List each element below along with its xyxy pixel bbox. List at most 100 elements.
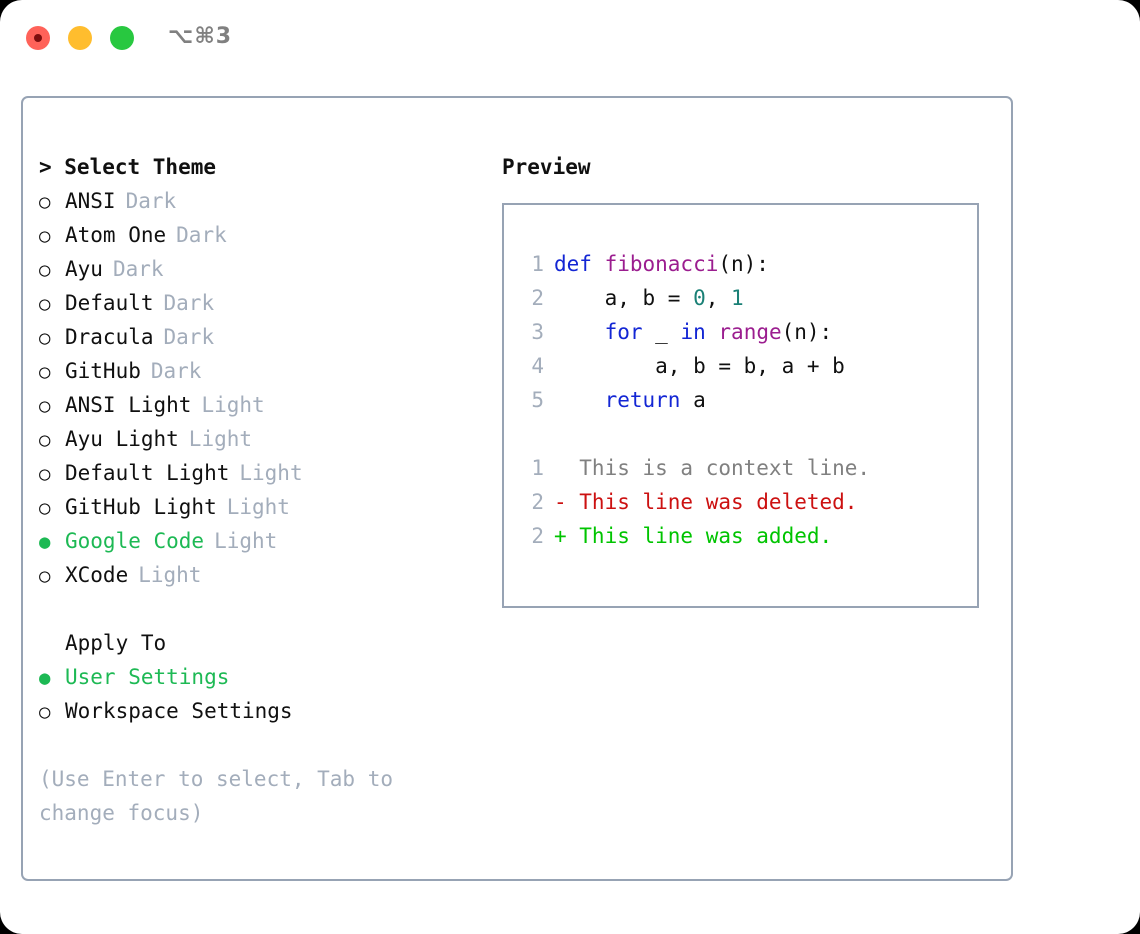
apply-to-option-user-settings[interactable]: ● User Settings	[39, 660, 479, 694]
code-line-number: 2	[531, 286, 544, 310]
preview-heading: Preview	[502, 155, 591, 179]
theme-option-label: Google Code	[65, 529, 205, 553]
code-token-txt: a	[680, 388, 706, 412]
diff-line-text: - This line was deleted.	[554, 490, 858, 514]
theme-option-label: ANSI	[65, 189, 116, 213]
theme-option-label: Dracula	[65, 325, 154, 349]
code-token-txt: _	[642, 320, 681, 344]
radio-unselected-icon: ○	[39, 225, 51, 247]
theme-option-label: Ayu	[65, 257, 103, 281]
code-token-txt	[706, 320, 719, 344]
code-token-kw: return	[554, 388, 681, 412]
diff-line-number: 2	[531, 490, 544, 514]
code-token-txt: ,	[705, 286, 732, 310]
diff-line-del: 2 - This line was deleted.	[514, 485, 977, 519]
diff-line-text: + This line was added.	[554, 524, 833, 548]
close-button[interactable]	[26, 26, 50, 50]
code-token-txt: (n):	[718, 252, 769, 276]
theme-option-variant-tag: Light	[226, 495, 290, 519]
minimize-button[interactable]	[68, 26, 92, 50]
apply-to-heading: Apply To	[65, 631, 167, 655]
code-line-number: 5	[531, 388, 544, 412]
keyboard-shortcut-label: ⌥⌘3	[168, 24, 233, 49]
radio-unselected-icon: ○	[39, 327, 51, 349]
apply-to-option-label: User Settings	[65, 665, 230, 689]
code-token-fn: range	[718, 320, 782, 344]
code-token-num: 1	[731, 286, 744, 310]
radio-unselected-icon: ○	[39, 429, 51, 451]
theme-option-ayu-light[interactable]: ○ Ayu Light Light	[39, 422, 479, 456]
radio-selected-icon: ●	[39, 667, 51, 689]
theme-option-label: Atom One	[65, 223, 167, 247]
theme-option-variant-tag: Dark	[125, 189, 177, 213]
theme-option-github[interactable]: ○ GitHub Dark	[39, 354, 479, 388]
code-token-fn: fibonacci	[604, 252, 719, 276]
list-spacer	[39, 592, 479, 626]
theme-option-google-code[interactable]: ● Google Code Light	[39, 524, 479, 558]
theme-option-variant-tag: Light	[201, 393, 265, 417]
diff-line-number: 2	[531, 524, 544, 548]
title-bar: ⌥⌘3	[0, 0, 1140, 78]
theme-option-variant-tag: Dark	[150, 359, 202, 383]
code-token-num: 0	[693, 286, 706, 310]
radio-unselected-icon: ○	[39, 395, 51, 417]
diff-line-ctx: 1 This is a context line.	[514, 451, 977, 485]
code-line: 2 a, b = 0, 1	[514, 281, 977, 315]
code-line-text: for _ in range(n):	[554, 315, 833, 349]
theme-option-label: Default	[65, 291, 154, 315]
theme-option-variant-tag: Dark	[163, 291, 215, 315]
theme-option-label: Ayu Light	[65, 427, 179, 451]
code-token-txt: a, b =	[554, 286, 694, 310]
theme-option-variant-tag: Light	[214, 529, 278, 553]
theme-option-label: XCode	[65, 563, 129, 587]
theme-option-variant-tag: Light	[138, 563, 202, 587]
maximize-button[interactable]	[110, 26, 134, 50]
code-token-txt: (n):	[781, 320, 833, 344]
code-line-text: a, b = b, a + b	[554, 349, 845, 383]
code-line-number: 4	[531, 354, 544, 378]
code-line: 4 a, b = b, a + b	[514, 349, 977, 383]
recording-indicator-icon	[34, 34, 42, 42]
radio-selected-icon: ●	[39, 531, 51, 553]
theme-option-variant-tag: Light	[239, 461, 303, 485]
diff-sample: 1 This is a context line. 2 - This line wa…	[514, 451, 977, 553]
code-line: 5 return a	[514, 383, 977, 417]
theme-option-label: Default Light	[65, 461, 230, 485]
code-token-kw: in	[680, 320, 706, 344]
code-line-number: 3	[531, 320, 544, 344]
theme-option-label: ANSI Light	[65, 393, 192, 417]
theme-option-variant-tag: Light	[188, 427, 253, 451]
theme-option-atom-one[interactable]: ○ Atom One Dark	[39, 218, 479, 252]
code-line: 1 def fibonacci(n):	[514, 247, 977, 281]
code-line-number: 1	[531, 252, 544, 276]
theme-option-label: GitHub	[65, 359, 141, 383]
code-line-text: a, b = 0, 1	[554, 281, 744, 315]
code-diff-spacer	[514, 417, 977, 451]
apply-to-option-workspace-settings[interactable]: ○Workspace Settings	[39, 694, 479, 728]
theme-option-ansi-light[interactable]: ○ ANSI Light Light	[39, 388, 479, 422]
apply-to-list[interactable]: ● User Settings ○Workspace Settings	[39, 660, 479, 728]
code-token-kw: for	[554, 320, 643, 344]
window-controls	[26, 26, 134, 50]
radio-unselected-icon: ○	[39, 497, 51, 519]
select-theme-heading: > Select Theme	[39, 155, 217, 179]
keyboard-hint-text: (Use Enter to select, Tab to change focu…	[39, 767, 394, 825]
theme-option-variant-tag: Dark	[176, 223, 227, 247]
code-token-txt: a, b = b, a + b	[554, 354, 845, 378]
code-line-text: def fibonacci(n):	[554, 247, 769, 281]
radio-unselected-icon: ○	[39, 259, 51, 281]
radio-unselected-icon: ○	[39, 361, 51, 383]
